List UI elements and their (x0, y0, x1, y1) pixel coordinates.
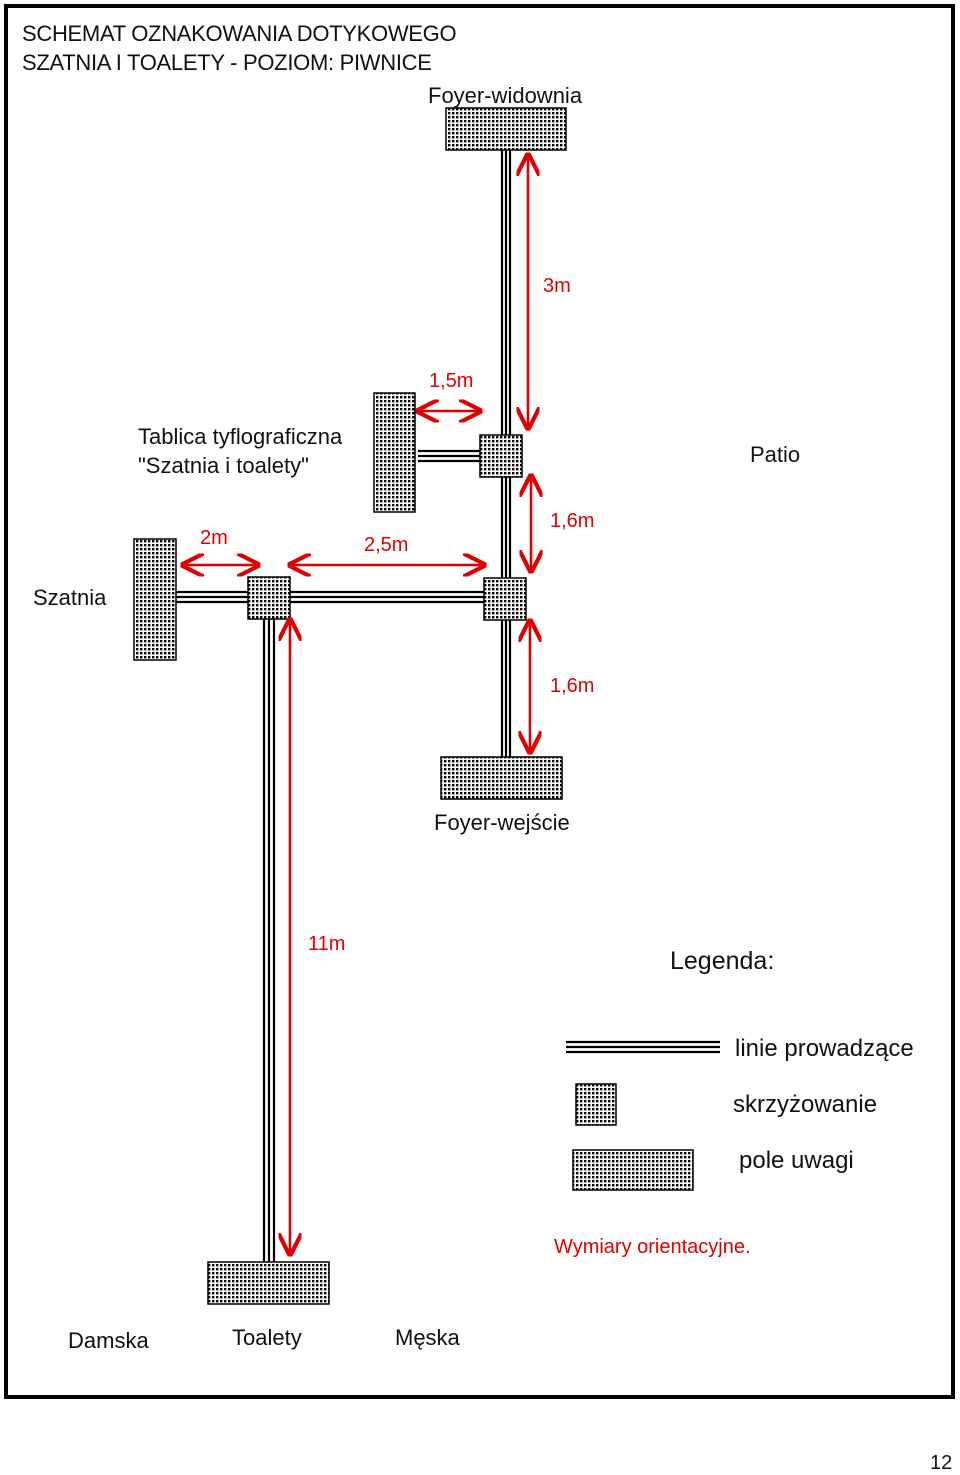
title-line-2: SZATNIA I TOALETY - POZIOM: PIWNICE (22, 50, 432, 75)
legend-attention-symbol (572, 1149, 694, 1191)
legend-heading: Legenda: (670, 947, 775, 975)
label-tablica-line-2: "Szatnia i toalety" (138, 453, 309, 478)
label-toalety: Toalety (232, 1325, 302, 1350)
dimension-label-3m: 3m (543, 275, 571, 297)
crossing-szatnia (247, 576, 291, 620)
crossing-main (483, 577, 527, 621)
label-meska: Męska (395, 1325, 460, 1350)
guide-line-tablica (418, 449, 480, 463)
dimension-label-1-5m: 1,5m (429, 370, 474, 392)
legend-note: Wymiary orientacyjne. (554, 1236, 751, 1258)
dimension-label-2m: 2m (200, 527, 228, 549)
legend-label-attention: pole uwagi (739, 1147, 854, 1174)
dimension-label-1-6m-lower: 1,6m (550, 675, 595, 697)
dimension-label-11m: 11m (308, 933, 346, 955)
guide-line-toilets-vertical (262, 619, 276, 1262)
label-damska: Damska (68, 1328, 149, 1353)
page-number: 12 (930, 1452, 953, 1474)
legend-label-crossing: skrzyżowanie (733, 1091, 878, 1118)
attention-field-foyer-widownia (445, 107, 567, 151)
legend-lines-symbol (566, 1040, 720, 1054)
attention-field-toalety (207, 1261, 330, 1305)
title-line-1: SCHEMAT OZNAKOWANIA DOTYKOWEGO (22, 21, 457, 46)
attention-field-tablica (373, 392, 416, 513)
dimension-label-1-6m-upper: 1,6m (550, 510, 595, 532)
legend-crossing-symbol (575, 1083, 617, 1126)
label-patio: Patio (750, 442, 801, 467)
label-foyer-widownia: Foyer-widownia (428, 83, 583, 108)
guide-line-horizontal (176, 590, 484, 604)
crossing-tablica (479, 434, 523, 478)
diagram-frame (4, 4, 955, 1399)
legend-label-lines: linie prowadzące (735, 1035, 914, 1062)
dimension-label-2-5m: 2,5m (364, 534, 409, 556)
attention-field-foyer-wejscie (440, 756, 563, 800)
attention-field-szatnia (133, 538, 177, 661)
label-szatnia: Szatnia (33, 585, 107, 610)
label-foyer-wejscie: Foyer-wejście (434, 810, 570, 835)
label-tablica-line-1: Tablica tyflograficzna (138, 424, 343, 449)
